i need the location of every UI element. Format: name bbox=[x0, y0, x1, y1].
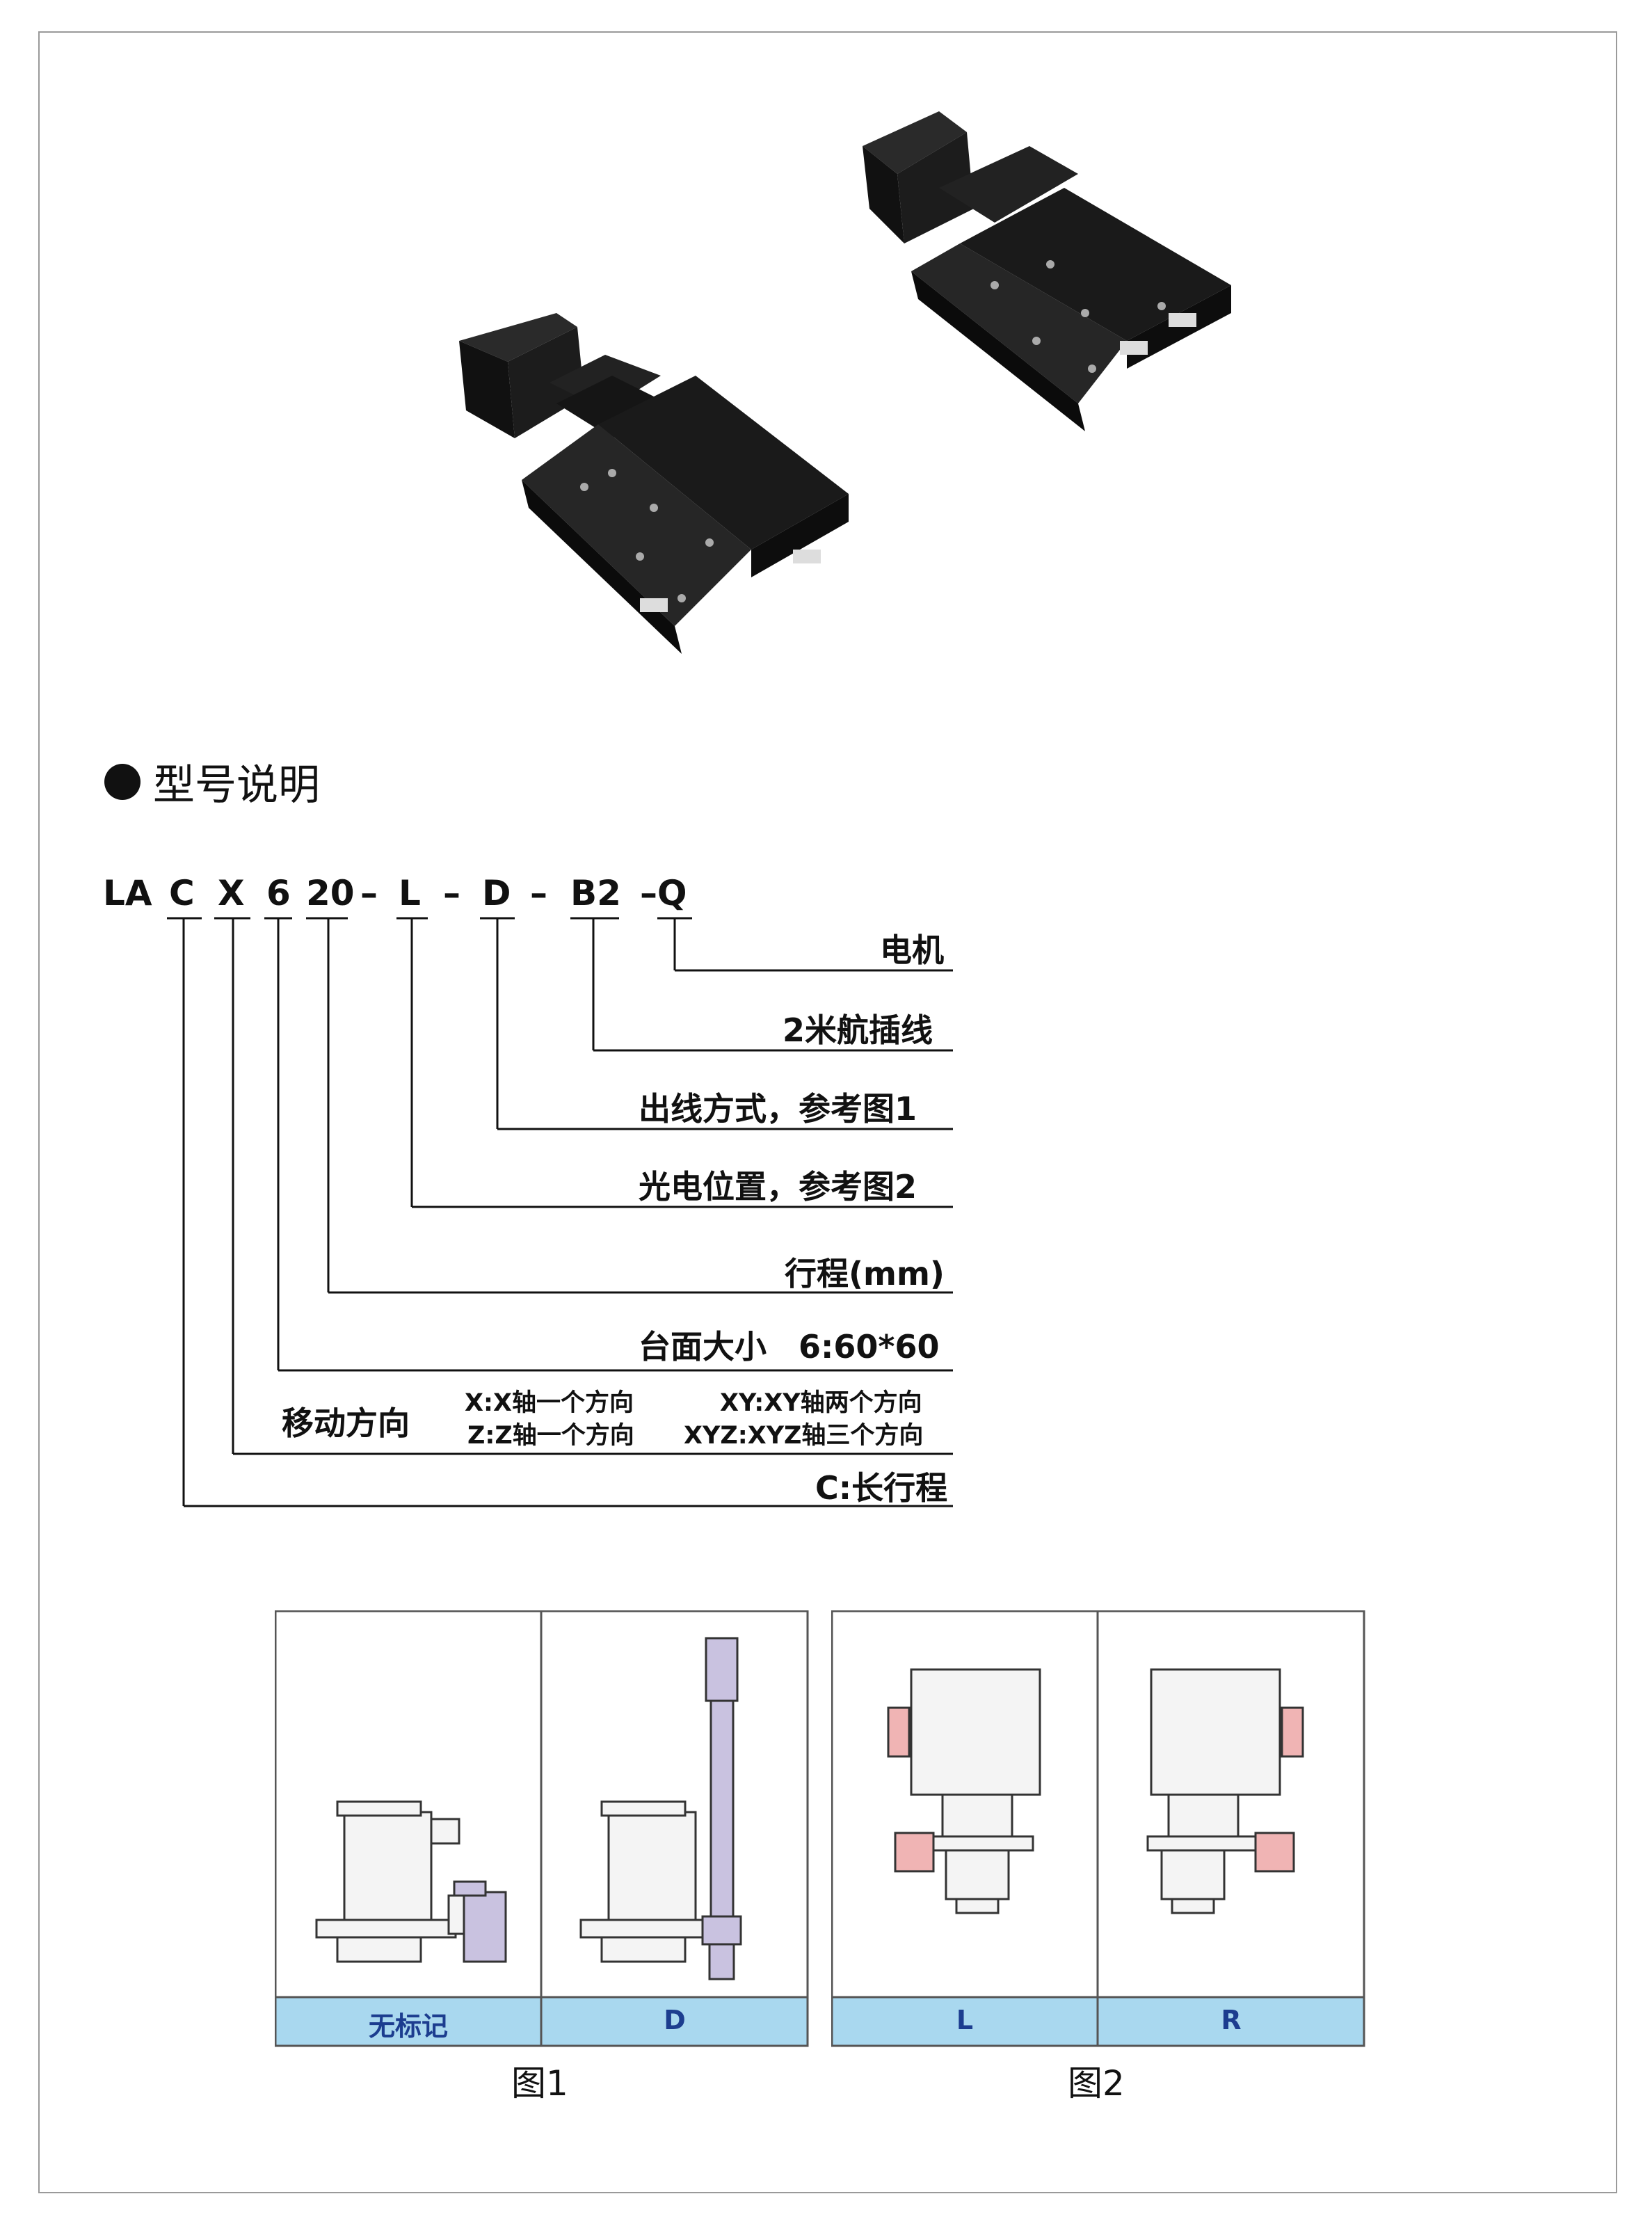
bullet-icon bbox=[104, 763, 141, 800]
label-dir-z: Z:Z轴一个方向 bbox=[467, 1422, 634, 1450]
label-motor: 电机 bbox=[880, 931, 944, 969]
product-photo-left bbox=[459, 313, 849, 654]
product-photo-right bbox=[863, 111, 1231, 431]
code-dash: – bbox=[443, 873, 460, 913]
label-direction-title: 移动方向 bbox=[282, 1404, 410, 1442]
label-dir-xy: XY:XY轴两个方向 bbox=[720, 1389, 922, 1417]
label-sensor: 光电位置，参考图2 bbox=[639, 1168, 917, 1206]
label-outlet: 出线方式，参考图1 bbox=[639, 1090, 917, 1128]
code-motor: –Q bbox=[640, 873, 687, 913]
label-cable: 2米航插线 bbox=[783, 1011, 933, 1049]
fig2-cell-l: L bbox=[956, 2005, 974, 2035]
fig1-cell-none: 无标记 bbox=[368, 2011, 448, 2042]
label-table: 台面大小 6:60*60 bbox=[639, 1328, 940, 1366]
figure-1 bbox=[275, 1610, 809, 2047]
code-direction: X bbox=[218, 873, 245, 913]
figure-2-caption: 图2 bbox=[1068, 2063, 1125, 2104]
section-title: 型号说明 bbox=[153, 761, 320, 810]
code-table: 6 bbox=[266, 873, 291, 913]
code-stroke: 20 bbox=[306, 873, 355, 913]
figure-2 bbox=[831, 1610, 1365, 2047]
section-heading: 型号说明 bbox=[104, 751, 320, 812]
figure-1-caption: 图1 bbox=[511, 2063, 568, 2104]
label-dir-x: X:X轴一个方向 bbox=[465, 1389, 634, 1417]
label-stroke: 行程(mm) bbox=[785, 1255, 945, 1292]
code-prefix: LA bbox=[103, 873, 152, 913]
page-border bbox=[38, 31, 1617, 2193]
code-long-stroke: C bbox=[169, 873, 195, 913]
fig2-cell-r: R bbox=[1221, 2005, 1242, 2035]
code-sensor: L bbox=[399, 873, 421, 913]
label-long-stroke: C:长行程 bbox=[815, 1469, 948, 1507]
code-dash: – bbox=[530, 873, 547, 913]
label-dir-xyz: XYZ:XYZ轴三个方向 bbox=[684, 1422, 924, 1450]
code-dash: – bbox=[360, 873, 378, 913]
code-cable: B2 bbox=[570, 873, 621, 913]
fig1-cell-d: D bbox=[664, 2005, 686, 2035]
code-outlet: D bbox=[482, 873, 511, 913]
